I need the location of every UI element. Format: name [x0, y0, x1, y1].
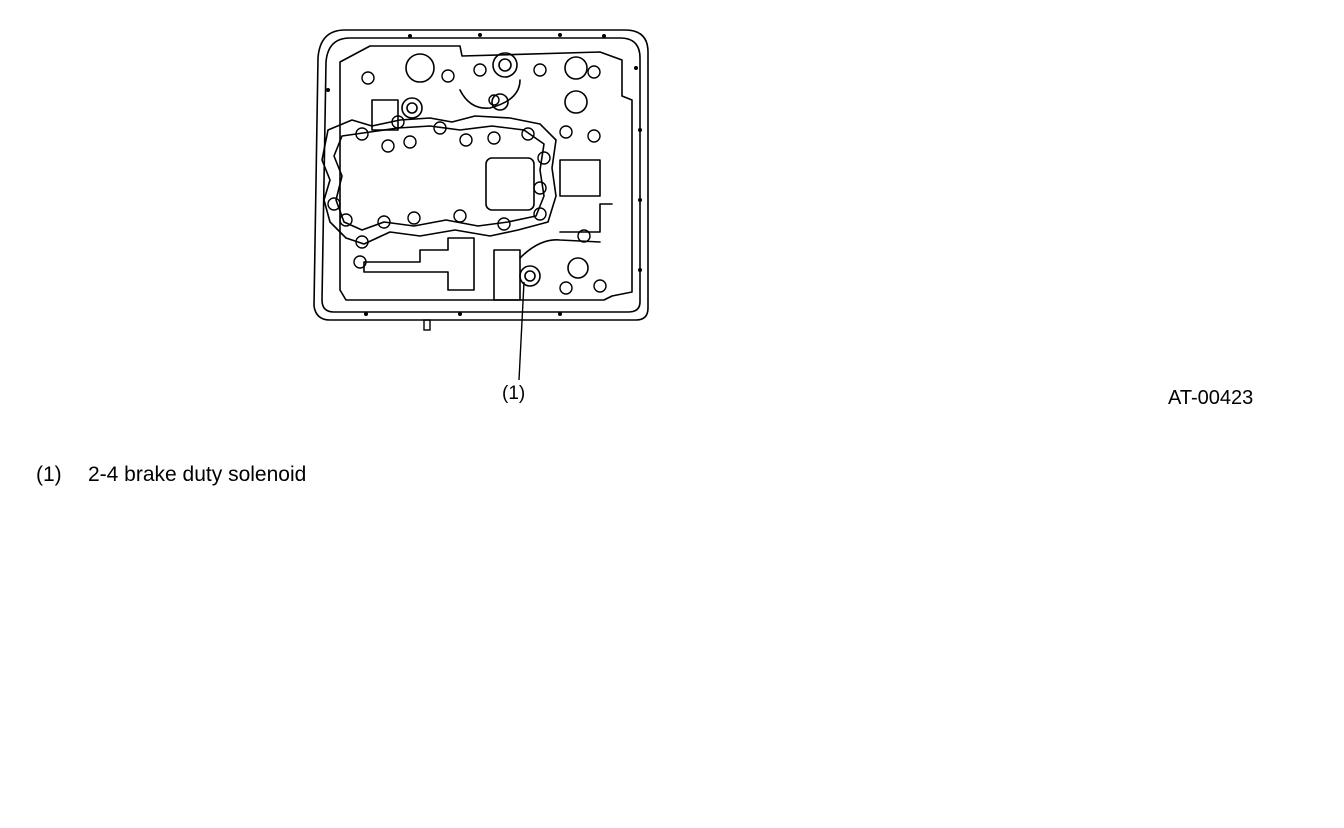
- legend-key: (1): [36, 463, 62, 486]
- figure-id: AT-00423: [1168, 387, 1254, 409]
- valve-body-illustration-icon: [313, 29, 649, 381]
- valve-body-diagram: (1) AT-00423: [313, 29, 1254, 409]
- legend-item: (1) 2-4 brake duty solenoid: [36, 463, 306, 487]
- legend-text: 2-4 brake duty solenoid: [88, 463, 307, 486]
- callout-label-1: (1): [502, 383, 526, 404]
